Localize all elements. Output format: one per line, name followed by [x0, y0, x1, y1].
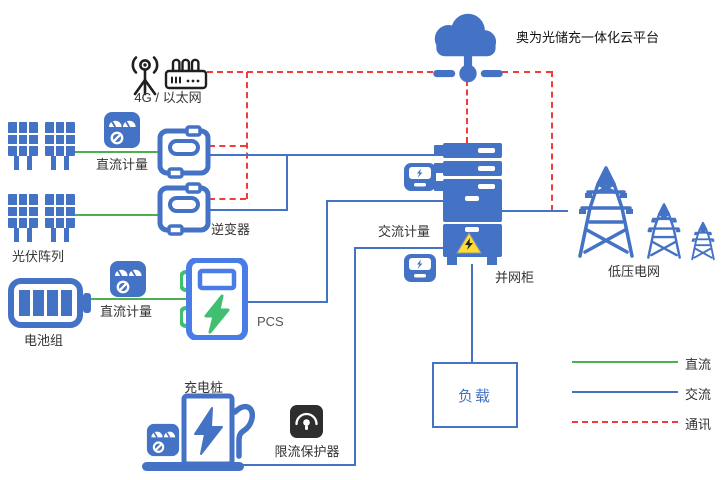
- network-label: 4G / 以太网: [134, 90, 202, 105]
- cabinet-tab: [434, 145, 444, 155]
- grid-tower-large-icon: [578, 166, 634, 258]
- ac-line-inverter1-to-cabinet: [208, 154, 443, 156]
- comm-line-router-to-cloud: [207, 71, 433, 73]
- dc-line-pv1-to-inverter1: [74, 151, 162, 153]
- ac-line-charger-riser: [354, 247, 356, 466]
- legend-ac-label: 交流: [685, 387, 712, 402]
- cabinet-label: 并网柜: [495, 270, 535, 285]
- platform-title: 奥为光储充一体化云平台: [516, 30, 660, 45]
- pcs-icon: [180, 258, 248, 340]
- load-box: 负载: [432, 362, 518, 428]
- ac-line-inverter-join: [286, 154, 288, 210]
- pcs-label: PCS: [257, 314, 284, 329]
- cabinet-foot: [487, 257, 497, 265]
- antenna-icon: [131, 56, 159, 96]
- inverter-2-icon: [157, 182, 211, 236]
- comm-line-cloud-to-gridline: [551, 71, 553, 211]
- comm-line-cloud-to-right: [502, 71, 552, 73]
- ac-meter-1-icon: [404, 163, 436, 191]
- cabinet-foot: [447, 257, 457, 265]
- ac-line-cabinet-to-load: [471, 264, 473, 363]
- cabinet-tab: [434, 163, 444, 173]
- load-label: 负载: [457, 387, 492, 405]
- dc-meter-battery-icon: [110, 261, 146, 297]
- cabinet-unit: [443, 161, 502, 176]
- comm-line-cloud-to-cabinet: [466, 80, 468, 143]
- ac-meter-label: 交流计量: [378, 224, 431, 239]
- legend-ac-swatch: [572, 391, 678, 393]
- comm-stub-inverter2: [209, 198, 246, 200]
- cloud-platform-icon: [433, 13, 503, 83]
- pv-array-label: 光伏阵列: [12, 249, 65, 264]
- ac-line-pcs-out: [244, 301, 328, 303]
- ac-line-pcs-to-cabinet: [326, 200, 443, 202]
- pv-array-2-icon: [8, 194, 75, 242]
- dc-line-pv2-to-inverter2: [74, 214, 162, 216]
- cabinet-section-lower: [443, 224, 502, 257]
- inverter-label: 逆变器: [211, 222, 251, 237]
- cabinet-unit: [443, 143, 502, 158]
- legend-comm-swatch: [572, 421, 678, 423]
- cabinet-section-upper: [443, 192, 502, 222]
- comm-stub-inverter1: [209, 145, 246, 147]
- grid-cabinet-icon: [434, 143, 504, 265]
- charger-label: 充电桩: [184, 380, 224, 395]
- router-icon: [164, 58, 208, 90]
- dc-line-battery-to-pcs: [88, 298, 189, 300]
- ac-line-pcs-riser: [326, 200, 328, 303]
- legend-comm-label: 通讯: [685, 417, 712, 432]
- dc-meter-charger-icon: [146, 423, 180, 457]
- grid-tower-small-icon: [691, 221, 715, 261]
- dc-meter-pv-label: 直流计量: [95, 157, 148, 172]
- battery-label: 电池组: [24, 333, 64, 348]
- ac-line-charger-out: [243, 464, 356, 466]
- grid-label: 低压电网: [608, 264, 661, 279]
- dc-meter-battery-label: 直流计量: [99, 304, 152, 319]
- dc-meter-pv-icon: [104, 112, 140, 148]
- ac-line-cabinet-to-grid: [502, 210, 568, 212]
- current-limit-protector-icon: [290, 405, 323, 438]
- cabinet-unit: [443, 179, 502, 194]
- charging-pile-icon: [142, 393, 255, 471]
- grid-tower-medium-icon: [647, 203, 681, 259]
- ac-line-inverter2: [208, 209, 288, 211]
- inverter-1-icon: [157, 125, 211, 179]
- ac-meter-2-icon: [404, 254, 436, 282]
- protector-label: 限流保护器: [274, 444, 340, 459]
- comm-line-down-to-inverters: [246, 72, 248, 199]
- battery-icon: [8, 278, 91, 328]
- legend-dc-swatch: [572, 361, 678, 363]
- warning-triangle-icon: [456, 232, 482, 254]
- cabinet-tab: [434, 181, 444, 191]
- legend-dc-label: 直流: [685, 357, 712, 372]
- ac-line-charger-to-cabinet: [354, 247, 443, 249]
- pv-array-1-icon: [8, 122, 75, 170]
